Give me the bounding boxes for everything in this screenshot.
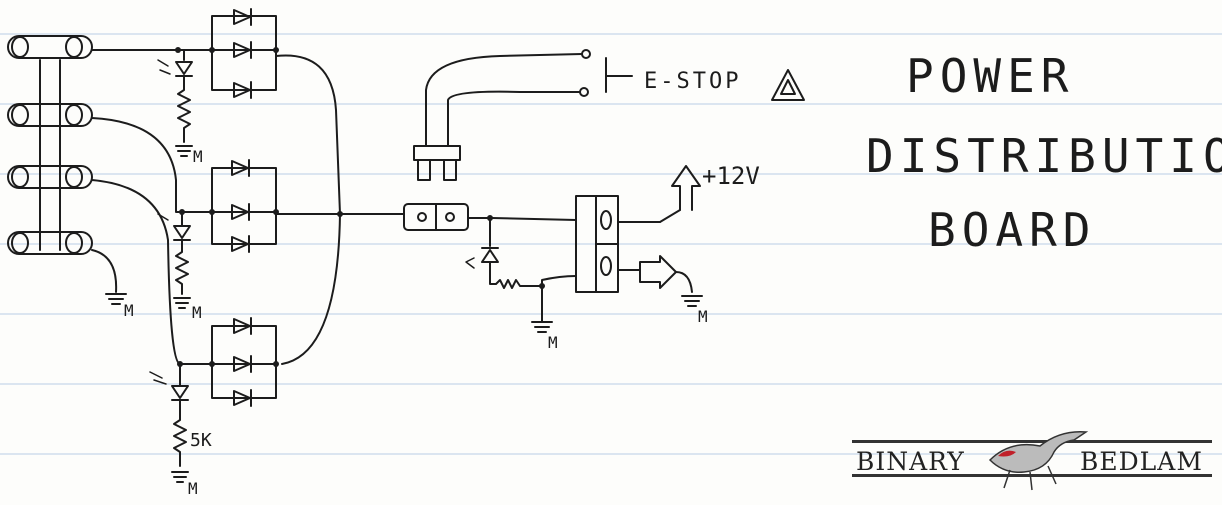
resistor-value-label: 5K: [190, 430, 212, 451]
connector-3: [7, 165, 93, 189]
rectifier-group-1: [209, 8, 279, 99]
binary-bedlam-logo: BINARY BEDLAM: [852, 431, 1212, 491]
logo-left-word: BINARY: [856, 447, 965, 476]
title-block: POWER DISTRIBUTION BOARD: [866, 49, 1222, 257]
ground-label: M: [548, 333, 558, 352]
indicator-led-2: M: [157, 209, 202, 322]
connector-4: [7, 231, 93, 255]
dragon-emblem-icon: [988, 431, 1089, 491]
collector-bus: [275, 54, 405, 365]
diode: [233, 317, 252, 335]
ground-label: M: [698, 307, 708, 326]
supply-label: +12V: [702, 162, 760, 190]
title-line-3: BOARD: [928, 203, 1096, 257]
title-line-2: DISTRIBUTION: [866, 129, 1222, 183]
ground-label: M: [124, 301, 134, 320]
connector-1: [7, 35, 93, 59]
title-line-1: POWER: [906, 49, 1074, 103]
warning-icon: [771, 69, 805, 101]
diode: [231, 235, 250, 253]
ground-label: M: [192, 303, 202, 322]
ground-arrow: M: [639, 255, 708, 326]
rectifier-group-3: [209, 317, 279, 407]
output-terminal-block: [575, 165, 701, 293]
rectifier-group-2: [209, 159, 279, 253]
diode: [233, 81, 252, 99]
connector-ground: M: [105, 293, 134, 320]
estop-label: E-STOP: [644, 69, 741, 94]
diode: [233, 8, 252, 26]
notebook-rule-lines: [0, 33, 1222, 455]
input-connectors: [7, 35, 93, 255]
ground-label: M: [188, 479, 198, 498]
logo-right-word: BEDLAM: [1080, 447, 1203, 476]
diode: [231, 159, 250, 177]
estop-wiring: [413, 49, 633, 181]
diode: [233, 389, 252, 407]
protection-diode: M: [465, 217, 577, 352]
connector-2: [7, 103, 93, 127]
ground-label: M: [193, 147, 203, 166]
indicator-led-1: M: [157, 47, 203, 166]
indicator-led-3: 5K M: [149, 361, 212, 498]
